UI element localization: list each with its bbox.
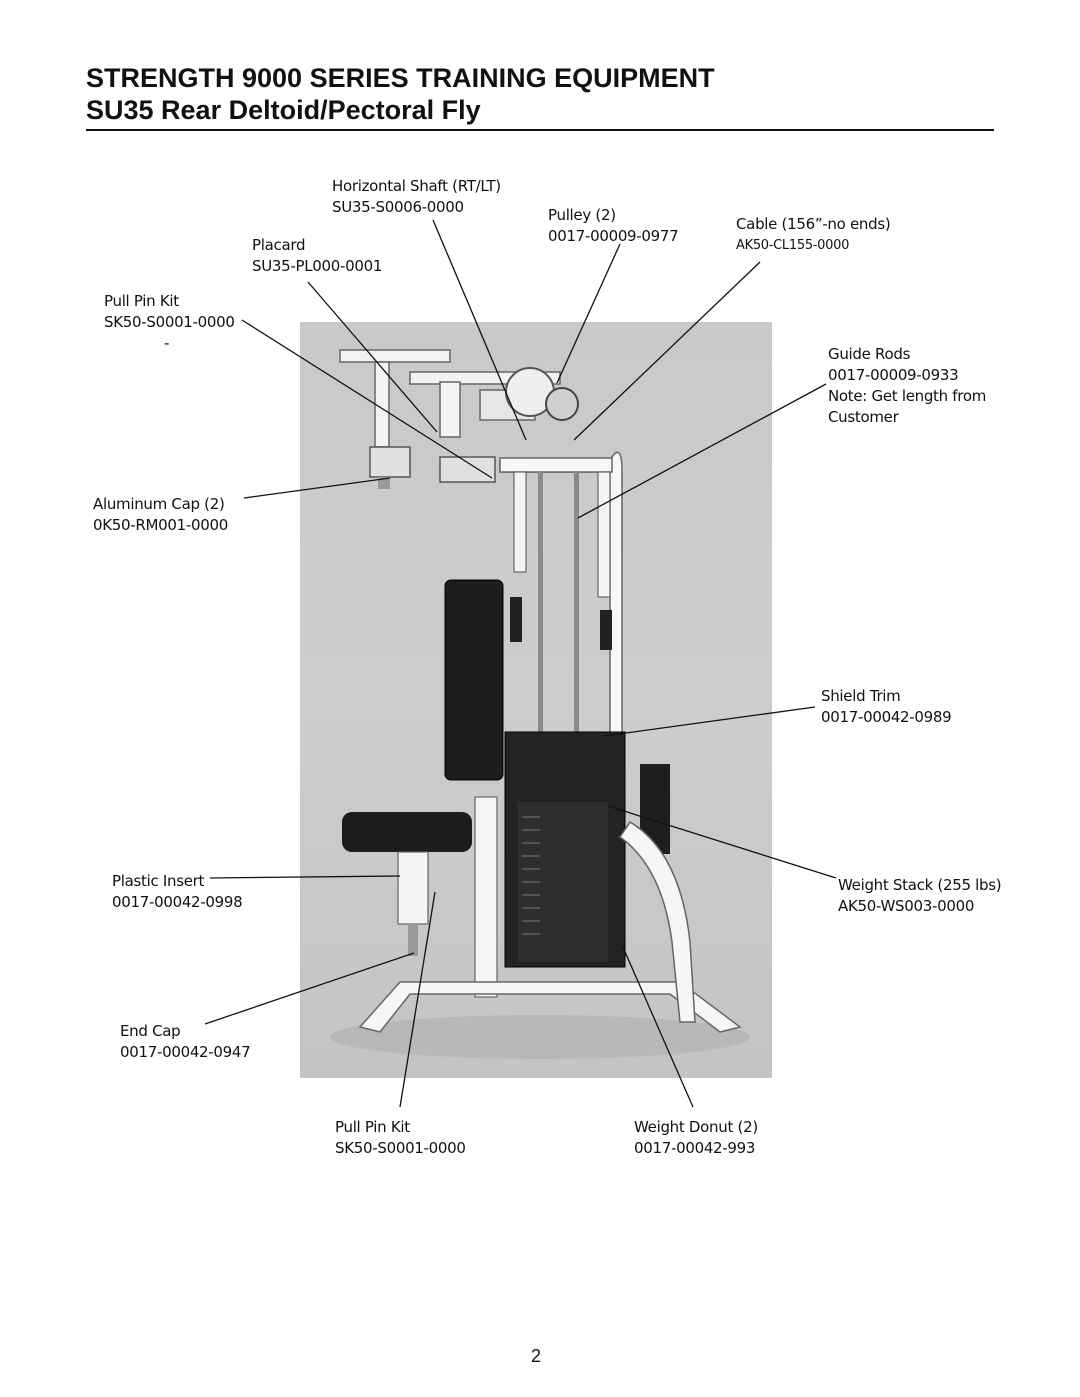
document-subtitle: SU35 Rear Deltoid/Pectoral Fly: [86, 95, 481, 125]
top-arm-left: [339, 349, 451, 363]
seat: [342, 812, 472, 852]
callout-part: SU35-PL000-0001: [252, 257, 383, 275]
equipment-photo: [300, 322, 772, 1078]
callout-part: 0017-00042-0998: [112, 893, 243, 911]
callout-part: 0017-00009-0933: [828, 366, 959, 384]
callout-plastic-insert: Plastic Insert 0017-00042-0998: [112, 871, 243, 913]
callout-note: Customer: [828, 408, 899, 426]
callout-part: SU35-S0006-0000: [332, 198, 464, 216]
callout-part: SK50-S0001-0000: [104, 313, 235, 331]
callout-name: Pull Pin Kit: [104, 292, 179, 310]
callout-cable: Cable (156”-no ends) AK50-CL155-0000: [736, 214, 891, 256]
callout-pull-pin-kit-top: Pull Pin Kit SK50-S0001-0000 -: [104, 291, 235, 354]
vertical-arm-center: [439, 381, 461, 438]
callout-guide-rods: Guide Rods 0017-00009-0933 Note: Get len…: [828, 344, 986, 428]
callout-name: Plastic Insert: [112, 872, 205, 890]
callout-name: Weight Stack (255 lbs): [838, 876, 1002, 894]
callout-part: 0K50-RM001-0000: [93, 516, 228, 534]
callout-note: Note: Get length from: [828, 387, 987, 405]
callout-name: End Cap: [120, 1022, 181, 1040]
guide-rod-right: [574, 472, 579, 797]
callout-part: SK50-S0001-0000: [335, 1139, 466, 1157]
callout-part: 0017-00042-993: [634, 1139, 756, 1157]
callout-placard: Placard SU35-PL000-0001: [252, 235, 382, 277]
title-rule: [86, 129, 994, 131]
callout-name: Pulley (2): [548, 206, 616, 224]
callout-horizontal-shaft: Horizontal Shaft (RT/LT) SU35-S0006-0000: [332, 176, 501, 218]
callout-end-cap: End Cap 0017-00042-0947: [120, 1021, 251, 1063]
seat-post: [397, 851, 429, 925]
frame-crossbar: [499, 457, 613, 473]
callout-name: Shield Trim: [821, 687, 901, 705]
callout-name: Aluminum Cap (2): [93, 495, 225, 513]
guide-rod-left: [538, 472, 543, 797]
callout-part: 0017-00042-0989: [821, 708, 952, 726]
callout-part: AK50-WS003-0000: [838, 897, 975, 915]
callout-name: Guide Rods: [828, 345, 911, 363]
callout-extra: -: [164, 334, 170, 352]
document-title: STRENGTH 9000 SERIES TRAINING EQUIPMENT: [86, 63, 715, 93]
vertical-arm-left: [374, 361, 390, 448]
callout-name: Weight Donut (2): [634, 1118, 758, 1136]
callout-name: Placard: [252, 236, 306, 254]
callout-name: Horizontal Shaft (RT/LT): [332, 177, 501, 195]
callout-aluminum-cap: Aluminum Cap (2) 0K50-RM001-0000: [93, 494, 228, 536]
page-number: 2: [531, 1346, 542, 1366]
callout-weight-stack: Weight Stack (255 lbs) AK50-WS003-0000: [838, 875, 1002, 917]
handle-left: [369, 446, 411, 478]
callout-pull-pin-kit-bottom: Pull Pin Kit SK50-S0001-0000: [335, 1117, 466, 1159]
callout-part: AK50-CL155-0000: [736, 238, 850, 253]
callout-pulley: Pulley (2) 0017-00009-0977: [548, 205, 679, 247]
callout-shield-trim: Shield Trim 0017-00042-0989: [821, 686, 952, 728]
callout-weight-donut: Weight Donut (2) 0017-00042-993: [634, 1117, 758, 1159]
back-pad: [444, 579, 504, 781]
callout-part: 0017-00009-0977: [548, 227, 679, 245]
callout-name: Pull Pin Kit: [335, 1118, 410, 1136]
callout-name: Cable (156”-no ends): [736, 215, 891, 233]
frame-post: [474, 796, 498, 998]
callout-part: 0017-00042-0947: [120, 1043, 251, 1061]
handle-right: [439, 456, 496, 483]
